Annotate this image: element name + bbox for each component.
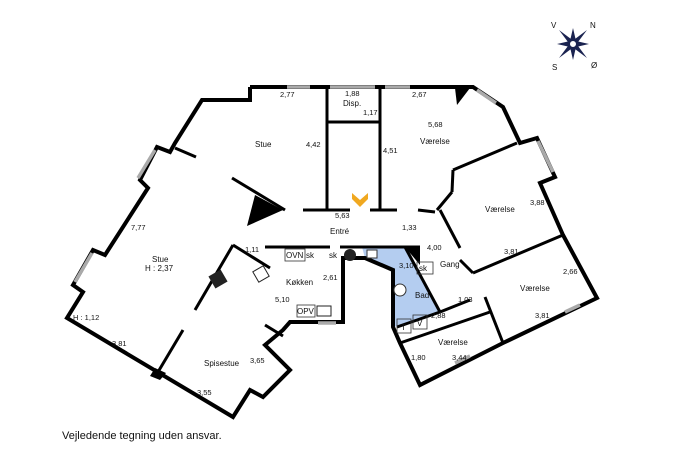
room-label: Værelse <box>438 338 468 347</box>
toilet-icon <box>366 249 378 259</box>
dimension-label: 1,80 <box>411 353 426 362</box>
room-label: OVN <box>286 251 304 260</box>
disclaimer-caption: Vejledende tegning uden ansvar. <box>62 430 222 442</box>
room-label: Stue <box>255 140 272 149</box>
room-labels: Stue 2,77 4,42 Disp. 1,88 1,17 Stue H : … <box>73 89 578 397</box>
stove-icon <box>208 269 228 289</box>
window <box>73 252 94 283</box>
window <box>476 88 497 105</box>
dimension-label: 3,81 <box>504 247 519 256</box>
room-label: V <box>417 319 423 328</box>
fan-icon <box>344 249 356 261</box>
dimension-label: 1,88 <box>345 89 360 98</box>
room-label: Spisestue <box>204 359 240 368</box>
room-label: Værelse <box>485 205 515 214</box>
room-label: Køkken <box>286 278 313 287</box>
dimension-label: 2,66 <box>563 267 578 276</box>
room-label: Entré <box>330 227 350 236</box>
washbasin-icon <box>393 283 407 297</box>
room-label: Bad <box>415 291 429 300</box>
room-label: T <box>401 323 406 332</box>
entrance-marker-icon <box>352 193 368 207</box>
room-label: Disp. <box>343 99 361 108</box>
dimension-label: 2,61 <box>323 273 338 282</box>
room-label: sk <box>329 251 338 260</box>
dimension-label: 3,65 <box>250 356 265 365</box>
dimension-label: H : 1,12 <box>73 313 99 322</box>
dimension-label: 1,33 <box>402 223 417 232</box>
window <box>564 303 581 314</box>
dimension-label: 1,17 <box>363 108 378 117</box>
dimension-label: 7,77 <box>131 223 146 232</box>
dimension-label: 4,51 <box>383 146 398 155</box>
dimension-label: 3,81 <box>112 339 127 348</box>
dimension-label: 5,10 <box>275 295 290 304</box>
window <box>136 149 157 179</box>
room-label: Gang <box>440 260 460 269</box>
room-label: Værelse <box>520 284 550 293</box>
room-label: Værelse <box>420 137 450 146</box>
dimension-label: 3,81 <box>535 311 550 320</box>
dimension-label: 4,00 <box>427 243 442 252</box>
dimension-label: 2,88 <box>431 311 446 320</box>
outer-wall <box>64 85 600 420</box>
dimension-label: 5,63 <box>335 211 350 220</box>
kitchen-fixtures: OVN sk sk OPV sk T V <box>208 193 434 334</box>
room-label: OPV <box>297 307 315 316</box>
compass-rose-icon: V N S Ø <box>551 21 597 72</box>
dimension-label: 3,55 <box>197 388 212 397</box>
dimension-label: 1,11 <box>245 245 259 254</box>
compass-s: S <box>552 63 557 72</box>
dimension-label: 4,42 <box>306 140 321 149</box>
dimension-label: 3,88 <box>530 198 545 207</box>
window <box>536 140 555 173</box>
window <box>454 354 471 365</box>
compass-v: V <box>551 21 557 30</box>
room-label: sk <box>419 264 428 273</box>
cooktop-icon <box>252 265 270 283</box>
room-label: sk <box>306 251 315 260</box>
compass-o: Ø <box>591 61 597 70</box>
sink-icon <box>316 305 332 317</box>
compass-n: N <box>590 21 596 30</box>
dimension-label: 5,68 <box>428 120 443 129</box>
dimension-label: 2,67 <box>412 90 427 99</box>
dimension-label: 1,03 <box>458 295 473 304</box>
interior-walls <box>150 87 564 380</box>
room-label: H : 2,37 <box>145 264 174 273</box>
dimension-label: 3,10 <box>399 261 414 270</box>
dimension-label: 2,77 <box>280 90 295 99</box>
dimension-label: 3,44 <box>452 353 467 362</box>
room-label: Stue <box>152 255 169 264</box>
